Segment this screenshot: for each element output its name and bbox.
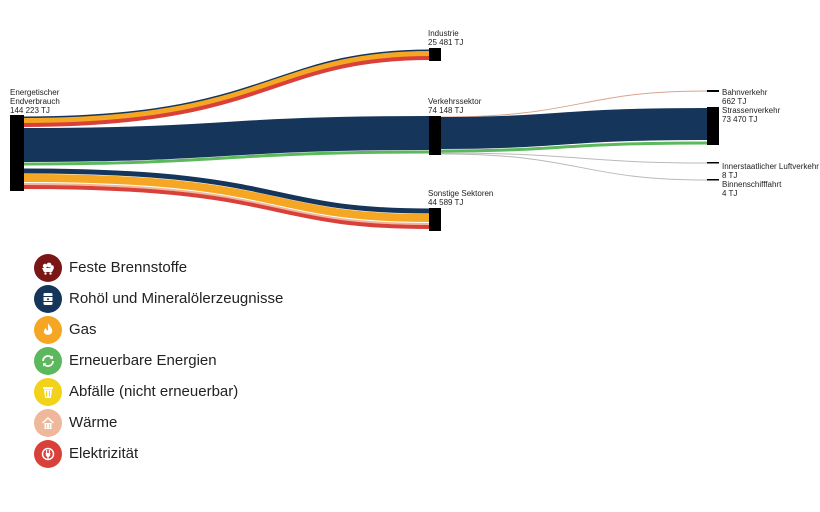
legend-item-elektrizitaet: Elektrizität [34, 438, 283, 469]
heat-house-icon [34, 408, 62, 437]
coal-cart-icon [34, 253, 62, 282]
label-bahn: Bahnverkehr 662 TJ [722, 88, 768, 106]
legend-label: Gas [69, 321, 97, 338]
node-industrie [429, 48, 441, 61]
recycle-arrows-icon [34, 346, 62, 375]
label-industrie: Industrie 25 481 TJ [428, 29, 464, 47]
legend-label: Wärme [69, 414, 118, 431]
node-verkehr [429, 116, 441, 155]
legend-label: Elektrizität [69, 445, 139, 462]
link-verkehr-strasse [440, 108, 708, 153]
link-verkehr-binnenschifffahrt [440, 153, 708, 181]
node-bahn [707, 90, 719, 92]
label-luftverkehr: Innerstaatlicher Luftverkehr 8 TJ [722, 162, 819, 180]
waste-bin-icon [34, 377, 62, 406]
node-sonstige [429, 208, 441, 231]
legend-label: Rohöl und Mineralölerzeugnisse [69, 290, 284, 307]
legend-label: Erneuerbare Energien [69, 352, 217, 369]
legend-item-waerme: Wärme [34, 407, 283, 438]
link-endverbrauch-verkehr [23, 116, 431, 166]
legend-item-abfaelle: Abfälle (nicht erneuerbar) [34, 376, 283, 407]
label-binnenschifffahrt: Binnenschifffahrt 4 TJ [722, 180, 782, 198]
label-sonstige: Sonstige Sektoren 44 589 TJ [428, 189, 494, 207]
legend-label: Feste Brennstoffe [69, 259, 188, 276]
link-verkehr-luftverkehr [440, 152, 708, 164]
legend: Feste Brennstoffe Rohöl und Mineralölerz… [34, 252, 283, 469]
node-schiff [707, 179, 719, 181]
node-endverbrauch [10, 115, 24, 191]
legend-item-gas: Gas [34, 314, 283, 345]
legend-item-feste-brennstoffe: Feste Brennstoffe [34, 252, 283, 283]
oil-barrel-icon [34, 284, 62, 313]
legend-item-erneuerbare-energien: Erneuerbare Energien [34, 345, 283, 376]
link-endverbrauch-sonstige [23, 168, 431, 229]
legend-label: Abfälle (nicht erneuerbar) [69, 383, 239, 400]
link-endverbrauch-industrie [23, 49, 431, 127]
node-strasse [707, 107, 719, 145]
label-verkehr: Verkehrssektor 74 148 TJ [428, 97, 482, 115]
node-luft [707, 162, 719, 164]
link-verkehr-bahn [440, 90, 708, 118]
power-plug-icon [34, 439, 62, 468]
label-strasse: Strassenverkehr 73 470 TJ [722, 106, 781, 124]
flame-icon [34, 315, 62, 344]
legend-item-rohoel: Rohöl und Mineralölerzeugnisse [34, 283, 283, 314]
sankey-diagram [10, 48, 719, 231]
label-endverbrauch: Energetischer Endverbrauch 144 223 TJ [10, 88, 60, 115]
